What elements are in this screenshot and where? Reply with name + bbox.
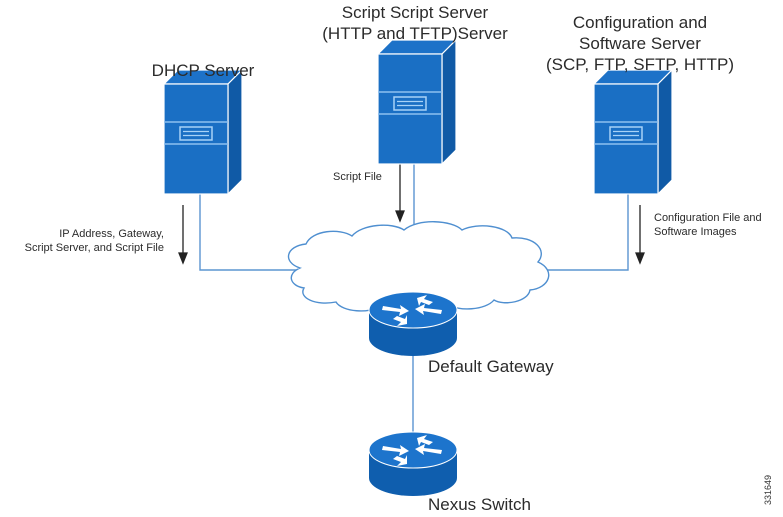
script-server-label: Script Script Server (HTTP and TFTP)Serv… [300, 2, 530, 44]
figure-id: 331649 [763, 474, 773, 505]
config-server-label: Configuration and Software Server (SCP, … [515, 12, 765, 75]
config-server-label-line2: Software Server [579, 34, 701, 53]
link-config-cloud [540, 193, 629, 271]
arrow-down-icon [635, 205, 645, 265]
network-cloud-icon [288, 221, 550, 312]
script-server-label-line2: (HTTP and TFTP)Server [322, 24, 508, 43]
config-flow-line2: Software Images [654, 226, 737, 238]
dhcp-server-icon [163, 69, 243, 195]
script-server-label-line1: Script Script Server [341, 3, 489, 22]
config-server-icon [593, 69, 673, 195]
dhcp-flow-line2: Script Server, and Script File [24, 242, 164, 254]
arrow-down-icon [395, 163, 405, 223]
link-dhcp-cloud [199, 193, 300, 271]
script-flow-label: Script File [333, 171, 382, 183]
dhcp-flow-line1: IP Address, Gateway, [59, 228, 164, 240]
default-gateway-label: Default Gateway [428, 357, 554, 376]
config-server-label-line3: (SCP, FTP, SFTP, HTTP) [546, 55, 734, 74]
nexus-switch-icon [368, 431, 458, 497]
script-server-icon [377, 39, 457, 165]
config-flow-line1: Configuration File and [654, 212, 762, 224]
dhcp-server-label: DHCP Server [151, 61, 255, 80]
default-gateway-router-icon [368, 291, 458, 357]
arrow-down-icon [178, 205, 188, 265]
nexus-switch-label: Nexus Switch [428, 495, 531, 514]
config-flow-label: Configuration File and Software Images [654, 211, 762, 239]
config-server-label-line1: Configuration and [572, 13, 708, 32]
dhcp-flow-label: IP Address, Gateway, Script Server, and … [0, 227, 164, 255]
